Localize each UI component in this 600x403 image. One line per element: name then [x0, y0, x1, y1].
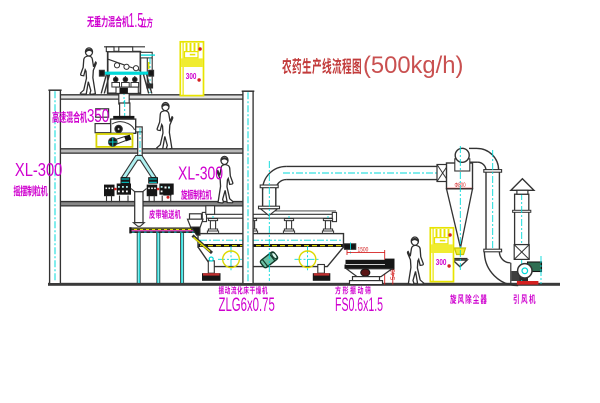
svg-text:300: 300 [436, 257, 447, 267]
svg-text:300: 300 [186, 71, 197, 81]
svg-text:FS0.6x1.5: FS0.6x1.5 [335, 295, 383, 316]
svg-text:(500kg/h): (500kg/h) [363, 51, 463, 78]
svg-text:XL-300: XL-300 [15, 159, 62, 180]
svg-text:1500: 1500 [358, 247, 369, 254]
svg-text:XL-300: XL-300 [178, 164, 223, 184]
svg-text:ZLG6x0.75: ZLG6x0.75 [219, 295, 276, 316]
svg-text:540: 540 [390, 269, 397, 280]
svg-text:1.5: 1.5 [129, 10, 144, 33]
svg-text:350: 350 [87, 106, 109, 127]
